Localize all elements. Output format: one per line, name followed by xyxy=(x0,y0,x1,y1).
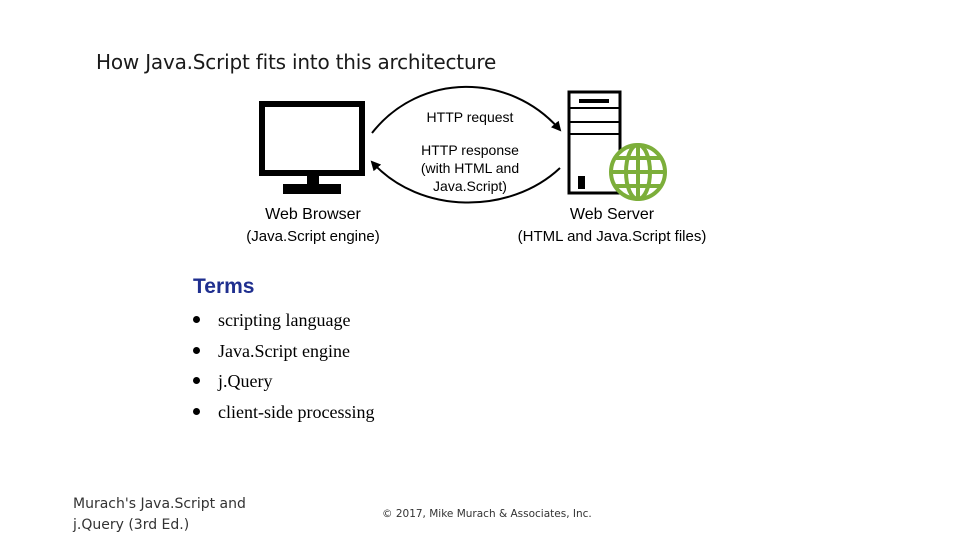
bullet-icon xyxy=(193,377,200,384)
term-text: j.Query xyxy=(218,371,273,391)
bullet-icon xyxy=(193,346,200,354)
request-label: HTTP request xyxy=(427,109,514,125)
bullet-icon xyxy=(193,407,200,415)
monitor-icon xyxy=(259,101,365,194)
browser-label: Web Browser xyxy=(265,206,361,223)
list-item: scripting language xyxy=(190,306,374,337)
term-text: client-side processing xyxy=(218,401,375,422)
footer-book-line-1: Murach's Java.Script and xyxy=(73,496,246,512)
terms-list: scripting language Java.Script engine j.… xyxy=(190,306,374,428)
list-item: j.Query xyxy=(190,367,374,398)
response-label-line-3: Java.Script) xyxy=(433,178,507,194)
server-label: Web Server xyxy=(570,206,655,223)
response-label-line-1: HTTP response xyxy=(421,142,519,158)
term-text: Java.Script engine xyxy=(218,340,350,361)
bullet-icon xyxy=(193,316,200,323)
list-item: Java.Script engine xyxy=(190,337,374,368)
footer-book-line-2: j.Query (3rd Ed.) xyxy=(73,517,190,533)
terms-heading: Terms xyxy=(193,275,255,298)
server-sublabel: (HTML and Java.Script files) xyxy=(518,228,707,245)
footer-book-title: Murach's Java.Script and j.Query (3rd Ed… xyxy=(73,494,273,536)
server-tower-icon xyxy=(567,90,622,195)
list-item: client-side processing xyxy=(190,398,374,429)
request-arrow xyxy=(371,85,562,134)
term-text: scripting language xyxy=(218,310,351,330)
response-label-line-2: (with HTML and xyxy=(421,160,519,176)
globe-icon xyxy=(609,143,667,201)
browser-sublabel: (Java.Script engine) xyxy=(246,228,379,245)
footer-copyright: © 2017, Mike Murach & Associates, Inc. xyxy=(382,508,592,520)
response-arrow xyxy=(370,160,561,204)
slide-title: How Java.Script fits into this architect… xyxy=(96,50,497,74)
